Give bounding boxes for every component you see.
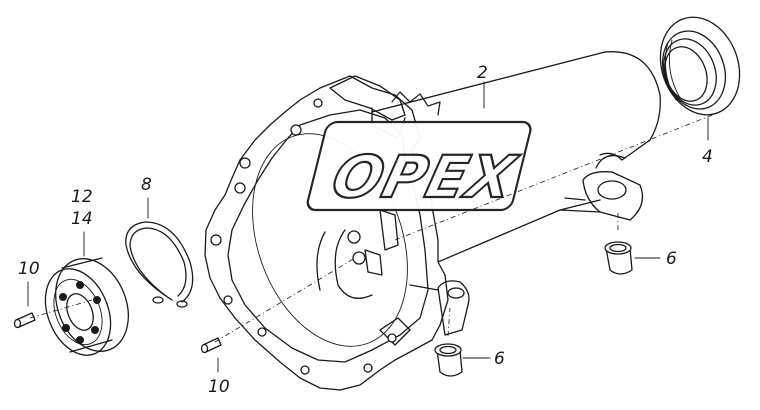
bolt-holes [210,98,397,375]
callout-bushing-lower: 6 [494,349,505,369]
svg-text:OPEX: OPEX [325,143,524,211]
bearing-balls [59,281,101,344]
callout-bushing-upper: 6 [666,249,677,269]
callout-pin-bottom: 10 [208,377,230,397]
callout-seal: 4 [702,147,713,167]
callout-bearing-b: 14 [71,209,93,229]
bushing-lower [434,343,463,377]
assembly-lines [29,111,721,343]
seal [659,16,741,116]
housing [204,51,661,391]
callout-snap-ring: 8 [141,175,152,195]
watermark-logo: OPEX [306,91,532,212]
bearing [44,257,129,356]
pin-left [13,312,36,329]
bushing-upper [604,241,633,275]
callout-housing: 2 [477,63,488,83]
callout-bearing-a: 12 [71,187,93,207]
leader-lines [27,81,709,373]
callout-pin-left: 10 [18,259,40,279]
snap-ring [125,221,194,308]
